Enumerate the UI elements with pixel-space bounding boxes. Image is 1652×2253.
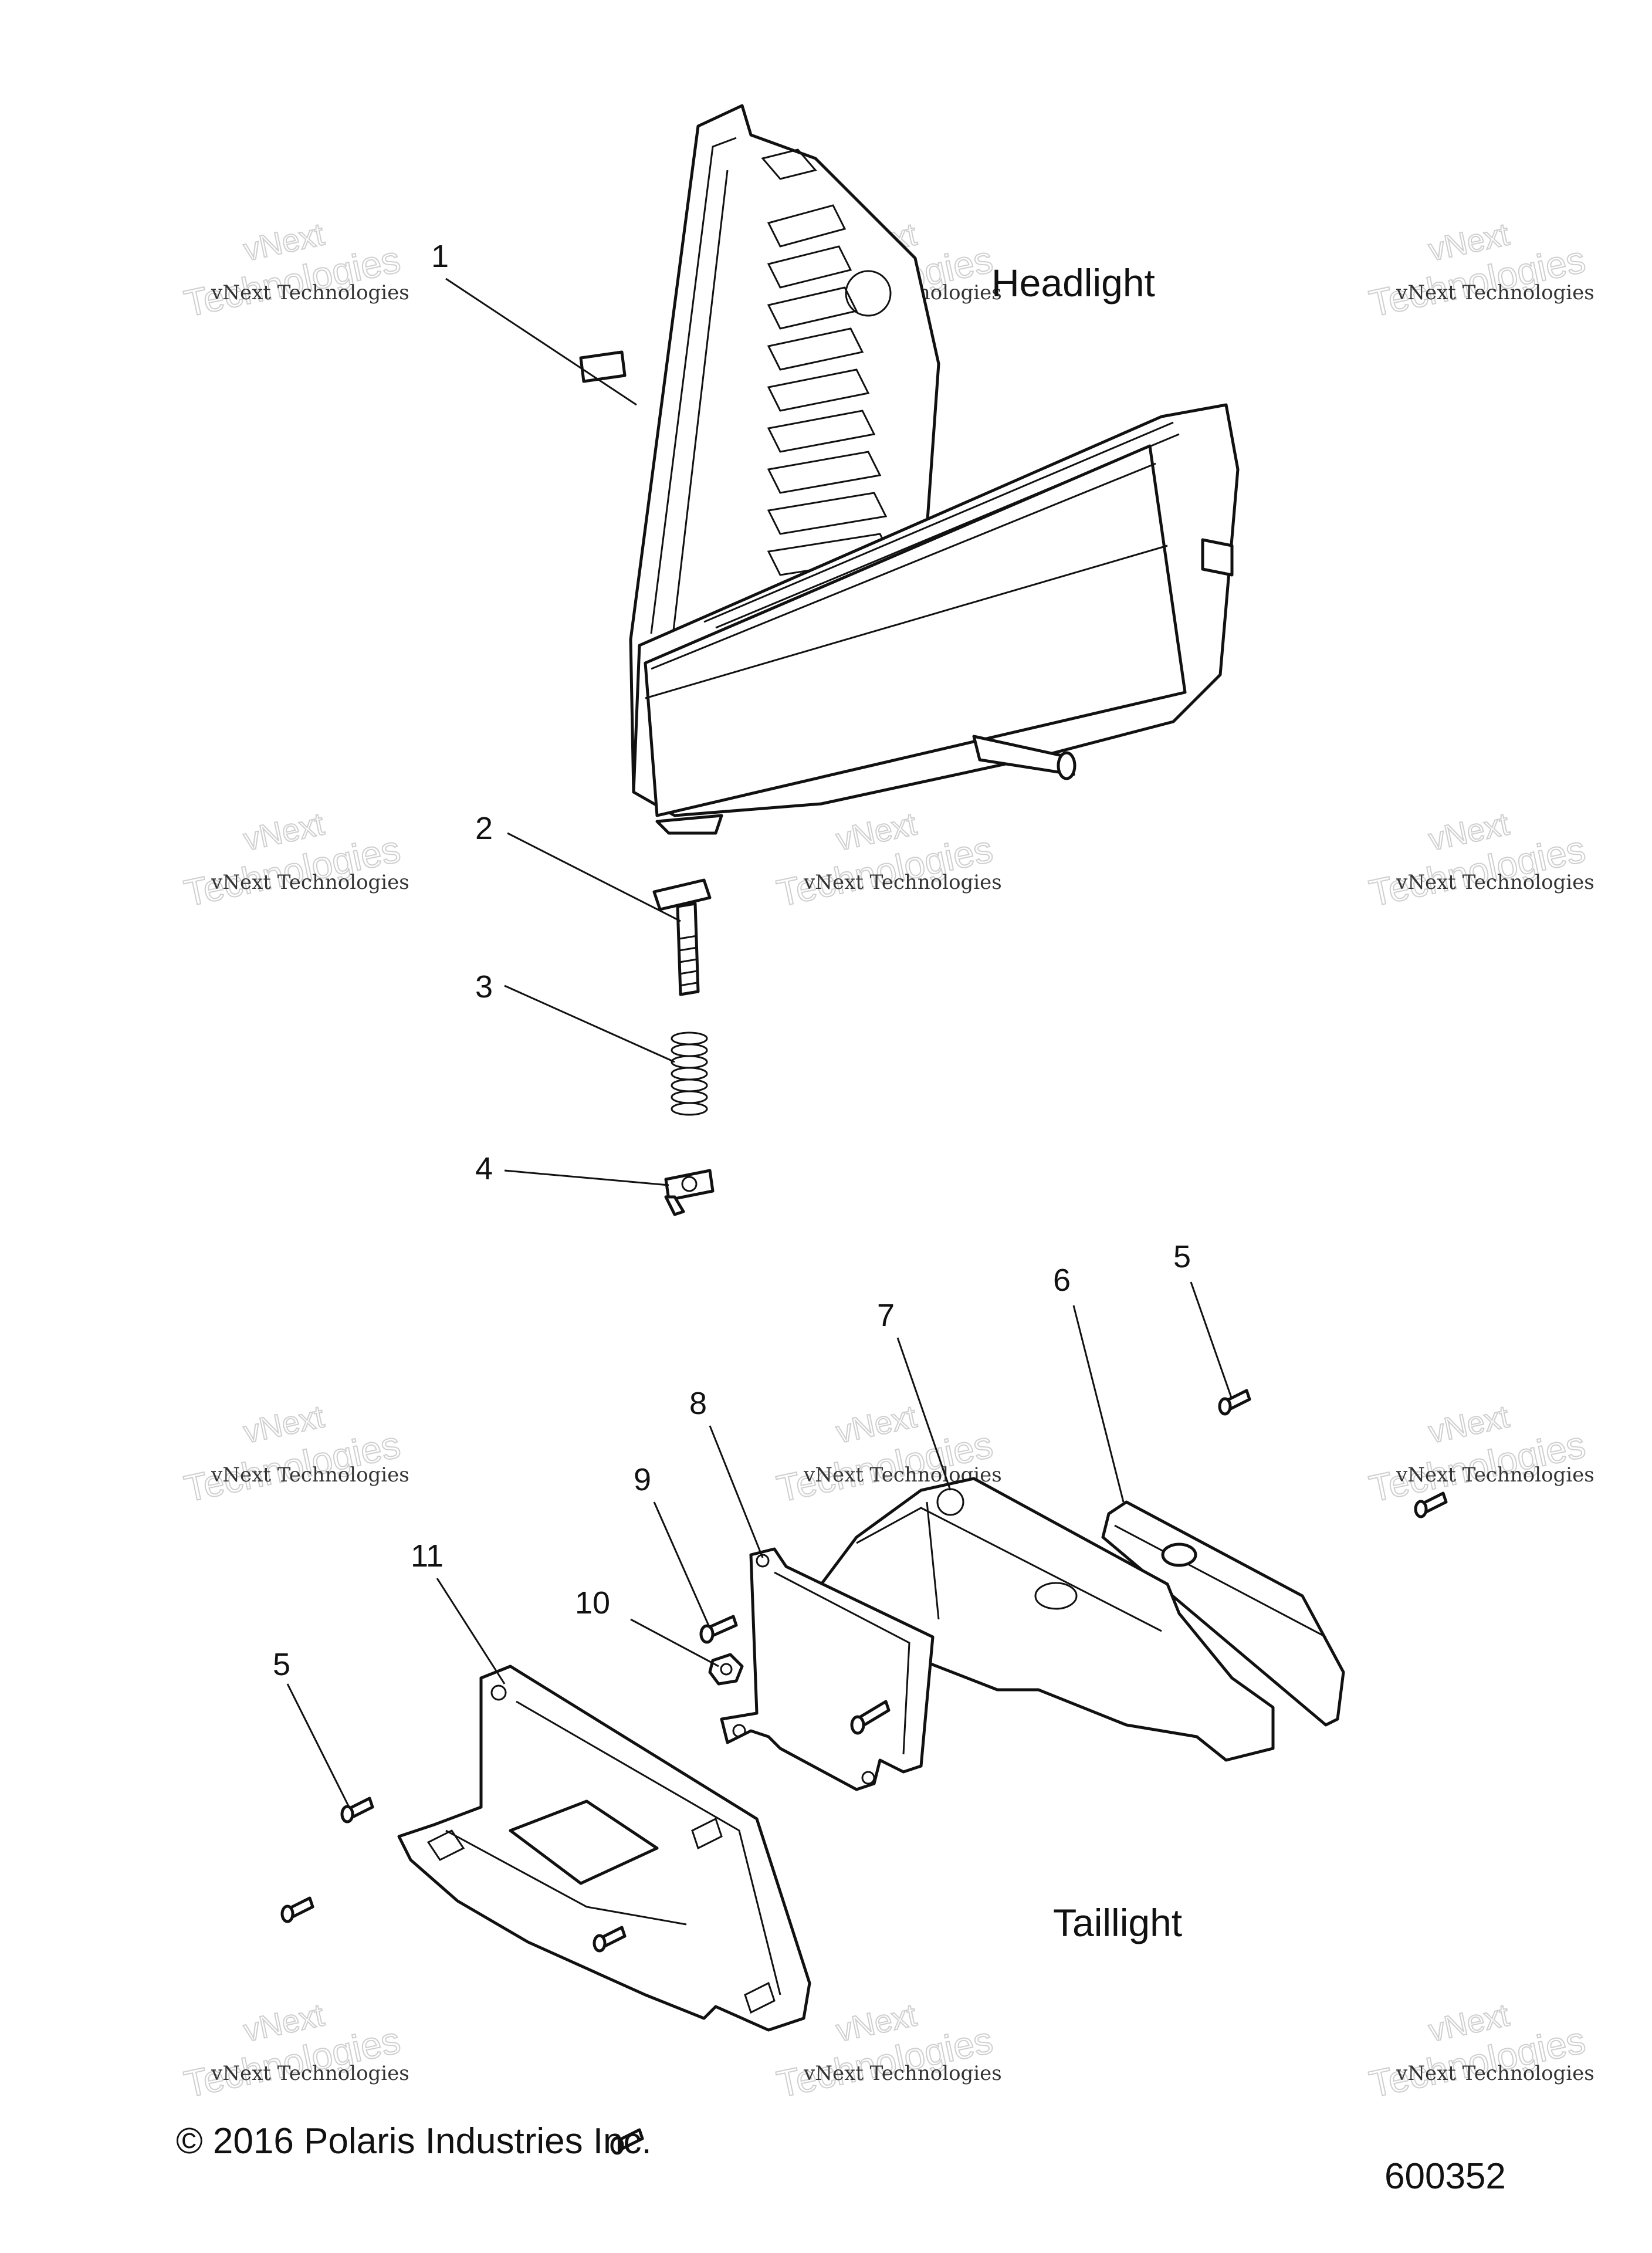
callout-numbers: 1 2 3 4 5 6 7 8 9 10 11 5 xyxy=(273,239,1191,1682)
screw-5-lower-left xyxy=(280,1896,314,1923)
svg-text:vNext Technologies: vNext Technologies xyxy=(1396,2062,1595,2085)
callout-11: 11 xyxy=(411,1538,444,1574)
taillight-lens xyxy=(1101,1500,1345,1727)
watermark-bottom-left: vNext Technologies vNext Technologies xyxy=(180,1997,409,2106)
watermark-mid-right: vNext Technologies vNext Technologies xyxy=(1365,806,1595,915)
callout-3: 3 xyxy=(475,969,493,1004)
callout-4: 4 xyxy=(475,1151,493,1186)
watermark-lower-left: vNext Technologies vNext Technologies xyxy=(180,1398,409,1510)
svg-text:vNext Technologies: vNext Technologies xyxy=(803,2062,1002,2085)
screw-bracket xyxy=(850,1700,891,1735)
callout-2: 2 xyxy=(475,811,493,846)
watermark-lower-right: vNext Technologies vNext Technologies xyxy=(1365,1398,1595,1510)
svg-text:vNext Technologies: vNext Technologies xyxy=(1396,281,1595,305)
spring xyxy=(671,1031,708,1116)
headlight-assembly xyxy=(579,104,1240,835)
watermark-bottom-right: vNext Technologies vNext Technologies xyxy=(1365,1997,1595,2106)
nut-10 xyxy=(708,1653,744,1686)
svg-text:vNext Technologies: vNext Technologies xyxy=(803,871,1002,894)
retainer-clip xyxy=(664,1169,715,1216)
leader-lines xyxy=(286,278,1233,1808)
callout-5-left: 5 xyxy=(273,1647,290,1682)
screw-5-right xyxy=(1414,1491,1448,1518)
mounting-bracket xyxy=(720,1547,935,1791)
svg-text:vNext Technologies: vNext Technologies xyxy=(1396,1463,1595,1487)
callout-9: 9 xyxy=(634,1462,651,1497)
watermark-top-left: vNext Technologies vNext Technologies xyxy=(180,216,409,325)
taillight-bezel xyxy=(397,1665,811,2032)
screw-9 xyxy=(699,1615,738,1644)
watermark-mid-left: vNext Technologies vNext Technologies xyxy=(180,806,409,915)
diagram-number: 600352 xyxy=(1384,2156,1506,2197)
callout-8: 8 xyxy=(689,1386,707,1421)
callout-1: 1 xyxy=(431,239,449,274)
callout-7: 7 xyxy=(877,1298,895,1333)
watermark-mid-center: vNext Technologies vNext Technologies xyxy=(773,806,1002,915)
svg-text:vNext Technologies: vNext Technologies xyxy=(211,1463,409,1487)
screw-5-top xyxy=(1218,1389,1251,1416)
callout-6: 6 xyxy=(1053,1263,1071,1298)
adjuster-bolt xyxy=(652,878,712,996)
callout-10: 10 xyxy=(575,1585,610,1621)
svg-text:vNext Technologies: vNext Technologies xyxy=(211,871,409,894)
headlight-label: Headlight xyxy=(991,261,1155,305)
taillight-label: Taillight xyxy=(1053,1901,1182,1944)
screw-5-bezel xyxy=(593,1926,627,1953)
watermark-top-right: vNext Technologies vNext Technologies xyxy=(1365,216,1595,325)
svg-text:vNext Technologies: vNext Technologies xyxy=(211,2062,409,2085)
svg-text:vNext Technologies: vNext Technologies xyxy=(211,281,409,305)
screw-5-left xyxy=(340,1797,374,1824)
svg-text:vNext Technologies: vNext Technologies xyxy=(1396,871,1595,894)
callout-5-top: 5 xyxy=(1173,1239,1191,1274)
watermark-bottom-center: vNext Technologies vNext Technologies xyxy=(773,1997,1002,2106)
screw-5-bottom xyxy=(610,2128,644,2155)
copyright-notice: © 2016 Polaris Industries Inc. xyxy=(176,2121,652,2161)
